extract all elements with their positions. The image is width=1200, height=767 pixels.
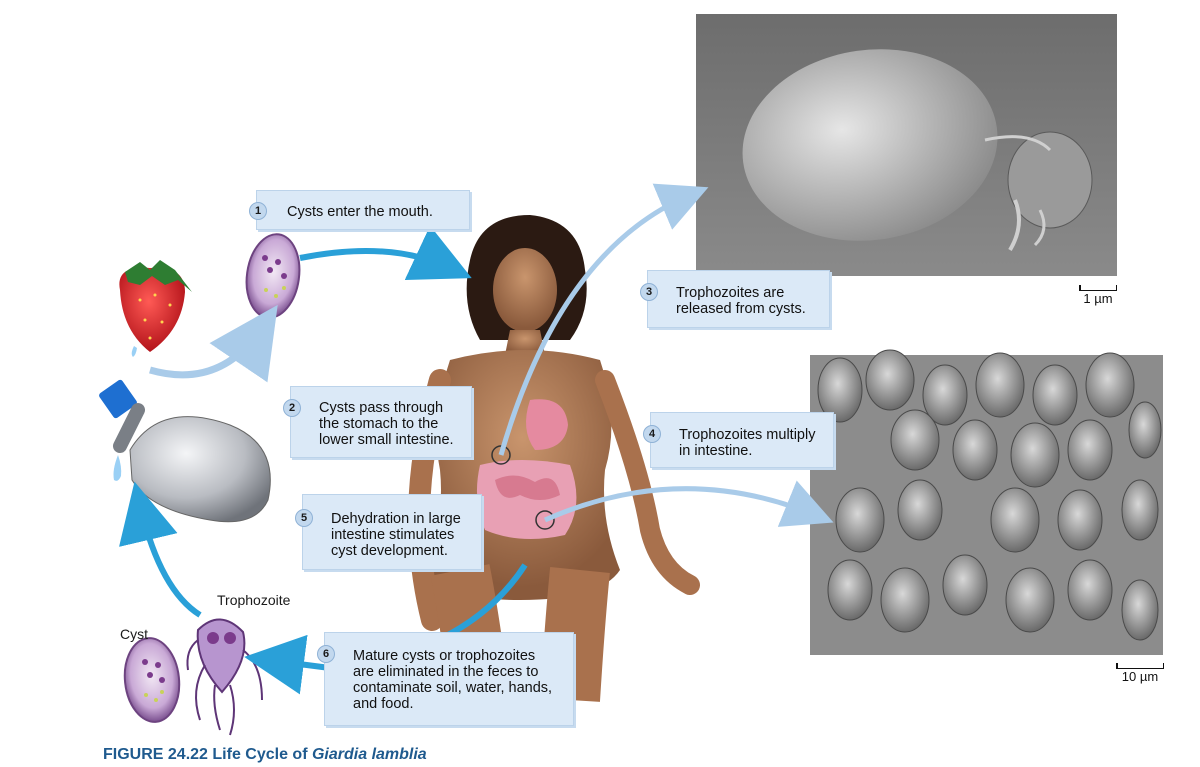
trophozoite-label: Trophozoite [217, 592, 291, 608]
scale-bar-bottom: 10 µm [1116, 663, 1164, 684]
step-text: Cysts pass through the stomach to the lo… [319, 400, 454, 448]
step-4-callout: 4 Trophozoites multiply in intestine. [643, 412, 834, 468]
arrow-intestine-to-sem-bottom [543, 480, 834, 527]
strawberry-icon [119, 260, 192, 357]
arrow-to-trophozoite [244, 634, 331, 695]
step-6-callout: 6 Mature cysts or trophozoites are elimi… [317, 632, 574, 726]
step-text: Mature cysts or trophozoites are elimina… [353, 648, 553, 712]
step-text: Trophozoites are released from cysts. [676, 285, 806, 317]
figure-title-prefix: Life Cycle of [212, 746, 308, 763]
scale-bar-top: 1 µm [1079, 285, 1117, 306]
sem-micrograph-bottom [810, 349, 1163, 655]
step-text: Dehydration in large intestine stimulate… [331, 511, 461, 559]
step-text: Trophozoites multiply in intestine. [679, 427, 816, 459]
step-number: 4 [643, 425, 661, 443]
step-number: 3 [640, 283, 658, 301]
step-2-callout: 2 Cysts pass through the stomach to the … [283, 386, 472, 458]
step-number: 1 [249, 202, 267, 220]
step-number: 2 [283, 399, 301, 417]
step-5-callout: 5 Dehydration in large intestine stimula… [295, 494, 482, 570]
figure-title-species: Giardia lamblia [311, 746, 427, 763]
step-text: Cysts enter the mouth. [287, 204, 433, 220]
water-bottle-icon [99, 379, 271, 523]
step-3-callout: 3 Trophozoites are released from cysts. [640, 270, 830, 328]
arrow-stomach-to-sem-top [498, 183, 709, 456]
step-number: 6 [317, 645, 335, 663]
arrow-cyst-to-mouth [299, 225, 472, 280]
figure-caption: FIGURE 24.22 Life Cycle of Giardia lambl… [103, 746, 427, 764]
sem-micrograph-top [696, 14, 1117, 276]
cyst-label: Cyst [120, 626, 148, 642]
arrow-trophozoite-to-bottle [119, 481, 202, 618]
step-number: 5 [295, 509, 313, 527]
figure-number: FIGURE 24.22 [103, 746, 208, 763]
cyst-icon [123, 637, 181, 723]
cyst-icon [245, 233, 301, 319]
step-1-callout: 1 Cysts enter the mouth. [249, 190, 470, 230]
arrow-strawberry-to-cyst [149, 304, 278, 383]
trophozoite-icon [186, 618, 263, 736]
